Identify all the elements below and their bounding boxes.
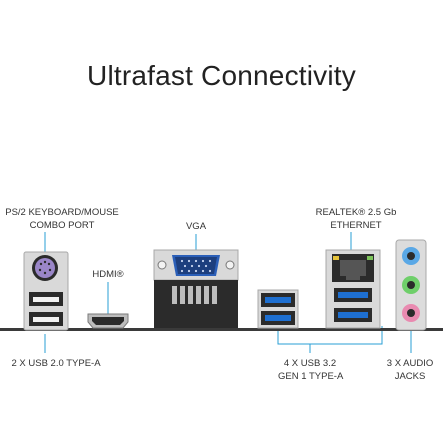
page-title: Ultrafast Connectivity	[87, 60, 356, 91]
usb32-label-line1: 4 X USB 3.2	[283, 358, 337, 369]
ethernet-label-line1: REALTEK® 2.5 Gb	[315, 207, 397, 218]
ps2-usb2-stack	[23, 251, 69, 331]
usb32-label-line2: GEN 1 TYPE-A	[278, 371, 344, 382]
ps2-label-line1: PS/2 KEYBOARD/MOUSE	[5, 207, 119, 218]
hdmi-label: HDMI®	[92, 269, 124, 280]
vga-port	[153, 249, 239, 328]
ps2-label: PS/2 KEYBOARD/MOUSE COMBO PORT	[0, 206, 124, 232]
audio-label: 3 X AUDIO JACKS	[380, 357, 440, 383]
ps2-label-line2: COMBO PORT	[29, 220, 95, 231]
usb32-bracket-line	[277, 326, 383, 345]
ethernet-led-right	[367, 256, 373, 260]
ps2-connector	[35, 258, 55, 278]
audio-label-line2: JACKS	[394, 371, 426, 382]
vga-label: VGA	[185, 221, 207, 232]
ethernet-label-line2: ETHERNET	[330, 220, 382, 231]
usb2-label: 2 X USB 2.0 TYPE-A	[11, 358, 101, 369]
usb32-stack-left	[257, 289, 299, 329]
pcb-edge	[0, 328, 443, 331]
ethernet-led-left	[333, 256, 339, 260]
leader-lines	[44, 232, 412, 353]
audio-label-line1: 3 X AUDIO	[386, 358, 434, 369]
ethernet-usb32-stack	[325, 249, 381, 329]
ethernet-label: REALTEK® 2.5 Gb ETHERNET	[306, 206, 406, 232]
hdmi-port	[87, 313, 129, 329]
usb32-label: 4 X USB 3.2 GEN 1 TYPE-A	[278, 357, 344, 383]
audio-jacks	[395, 239, 427, 331]
